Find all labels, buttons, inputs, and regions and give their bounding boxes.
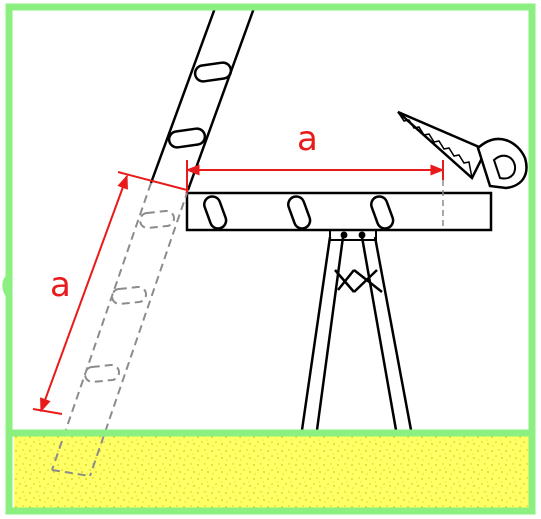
dimension-label-diagonal: a <box>50 265 71 305</box>
board <box>185 191 493 232</box>
horizontal-dimension: a <box>185 119 445 193</box>
frame <box>5 3 536 515</box>
diagonal-dimension: a <box>32 171 188 415</box>
dimension-label-horizontal: a <box>297 119 318 159</box>
hand-saw-icon <box>397 110 528 190</box>
ladder-icon <box>149 7 256 191</box>
frame-notch <box>2 273 12 300</box>
sawhorse <box>300 229 413 431</box>
ground <box>14 433 530 509</box>
